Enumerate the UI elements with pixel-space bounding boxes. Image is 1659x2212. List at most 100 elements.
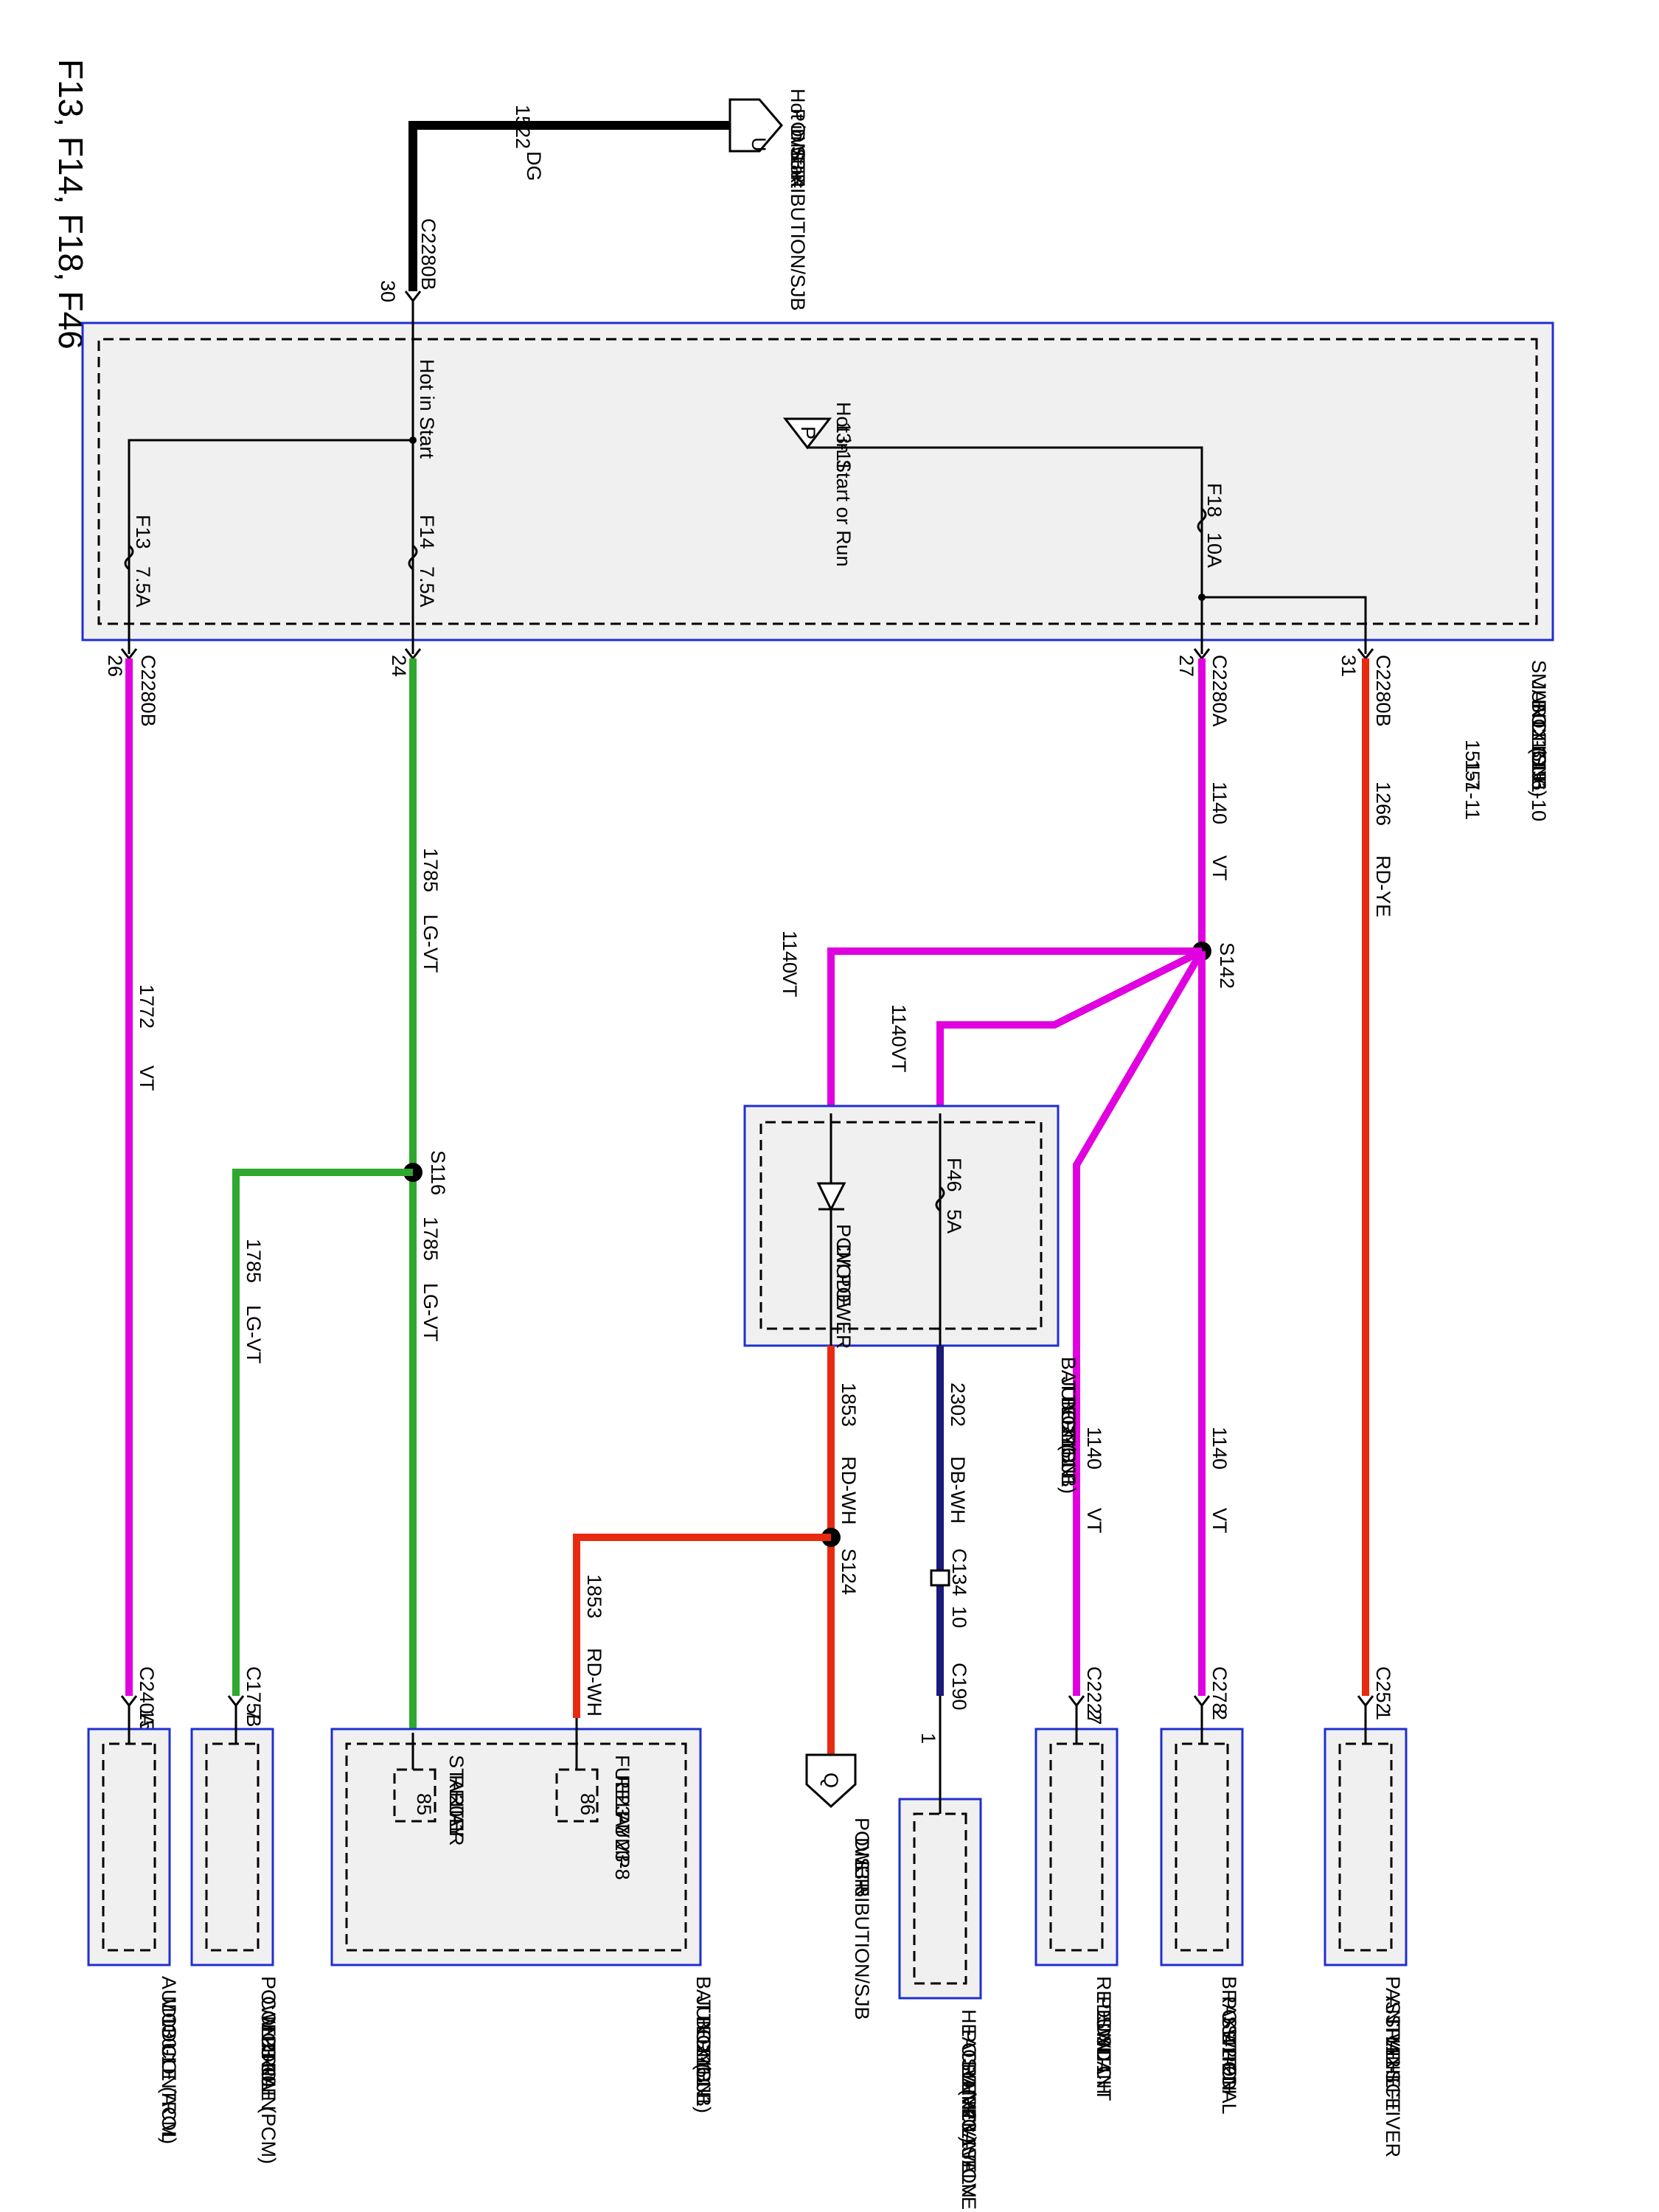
svg-text:VENTILATION: VENTILATION <box>958 2069 980 2198</box>
svg-text:(PCV) VALVE: (PCV) VALVE <box>958 2089 980 2210</box>
svg-text:1140: 1140 <box>779 931 801 973</box>
acm-module <box>87 1728 171 1966</box>
connector-c252: C252 1 <box>1357 1666 1394 1720</box>
svg-text:BATTERY: BATTERY <box>692 1976 714 2066</box>
svg-text:C278: C278 <box>1208 1666 1231 1714</box>
svg-text:RELAY: RELAY <box>445 1775 467 1839</box>
sjb-module <box>81 321 1554 641</box>
svg-text:27: 27 <box>1175 655 1197 677</box>
svg-text:PASSIVE: PASSIVE <box>1382 1976 1404 2060</box>
fuse-f14-symbol <box>408 544 418 571</box>
svg-text:151-1: 151-1 <box>692 2056 714 2107</box>
wire-1785-branch <box>232 1169 413 1696</box>
svg-text:Hot in Start: Hot in Start <box>787 88 809 189</box>
connector-u-symbol <box>728 98 783 153</box>
svg-text:POWERTRAIN: POWERTRAIN <box>257 1976 279 2111</box>
svg-text:ANTI-THEFT: ANTI-THEFT <box>1382 1996 1404 2112</box>
svg-text:C252: C252 <box>1372 1666 1394 1714</box>
page-title: F13, F14, F18, F46 <box>52 59 90 349</box>
svg-text:BRAKE PEDAL: BRAKE PEDAL <box>1218 1976 1240 2115</box>
power-q-symbol <box>805 1753 857 1809</box>
svg-text:C2280B: C2280B <box>137 655 159 727</box>
svg-text:MODULE (ACM): MODULE (ACM) <box>158 1996 180 2144</box>
svg-text:STARTER: STARTER <box>445 1755 467 1846</box>
svg-text:20-1: 20-1 <box>445 1795 467 1834</box>
svg-text:2: 2 <box>1083 1709 1105 1720</box>
svg-text:JUNCTION: JUNCTION <box>1057 1377 1079 1478</box>
svg-text:TRANSCEIVER: TRANSCEIVER <box>1382 2016 1404 2157</box>
svg-text:JUNCTION: JUNCTION <box>692 1996 714 2097</box>
svg-text:5A: 5A <box>943 1209 965 1234</box>
svg-text:AUDIO CONTROL: AUDIO CONTROL <box>158 1976 180 2142</box>
svg-text:CONTROL: CONTROL <box>257 1996 279 2093</box>
svg-text:MODULE (PCM): MODULE (PCM) <box>257 2016 279 2164</box>
wire-1140-b <box>936 947 1204 1113</box>
svg-text:S124: S124 <box>838 1548 860 1595</box>
svg-text:112-1: 112-1 <box>1382 2036 1404 2085</box>
rps-module <box>1034 1728 1119 1966</box>
svg-text:1785: 1785 <box>243 1239 265 1283</box>
svg-text:JUNCTION: JUNCTION <box>1528 680 1550 781</box>
fuse-f18-symbol <box>1197 507 1207 534</box>
svg-text:C2280B: C2280B <box>1372 655 1394 727</box>
svg-text:RD-YE: RD-YE <box>1372 855 1394 917</box>
svg-text:31-1: 31-1 <box>1093 2036 1115 2076</box>
svg-text:23-7 23-8: 23-7 23-8 <box>611 1795 633 1880</box>
svg-text:11-3: 11-3 <box>1528 720 1550 758</box>
svg-text:VT: VT <box>1208 1508 1231 1534</box>
sjb-pin-p27: C2280A 27 <box>1175 648 1231 727</box>
svg-text:23-10: 23-10 <box>257 2036 279 2087</box>
svg-text:HEATED: HEATED <box>958 2009 980 2089</box>
svg-text:S142: S142 <box>1216 942 1238 989</box>
svg-text:1785: 1785 <box>420 1217 442 1261</box>
svg-text:Hot in Start or Run: Hot in Start or Run <box>832 402 855 567</box>
svg-text:7: 7 <box>243 1709 265 1720</box>
svg-text:C240A: C240A <box>136 1666 158 1728</box>
svg-text:1140: 1140 <box>1083 1427 1105 1470</box>
svg-text:30: 30 <box>377 280 399 302</box>
svg-text:151-11: 151-11 <box>1461 759 1484 820</box>
svg-text:DIODE: DIODE <box>832 1244 855 1307</box>
svg-text:13-4: 13-4 <box>787 148 809 188</box>
svg-text:1853: 1853 <box>583 1574 605 1618</box>
fuse-f18: F18 <box>1203 483 1225 518</box>
svg-text:POSITION: POSITION <box>1218 1996 1240 2091</box>
svg-text:CRANKCASE: CRANKCASE <box>958 2049 980 2173</box>
svg-text:1: 1 <box>917 1733 939 1744</box>
svg-text:2302: 2302 <box>947 1382 969 1427</box>
svg-text:VT: VT <box>136 1065 158 1091</box>
svg-text:REDUNDANT: REDUNDANT <box>1093 1976 1115 2101</box>
svg-text:P: P <box>797 426 819 439</box>
svg-text:1266: 1266 <box>1372 782 1394 826</box>
pats-module <box>1324 1728 1408 1966</box>
svg-text:SMART: SMART <box>1528 660 1550 729</box>
bjb-upper-module <box>743 1105 1060 1347</box>
sjb-inner <box>97 338 1538 625</box>
pcm-module <box>190 1728 274 1966</box>
svg-text:1785: 1785 <box>420 848 442 892</box>
svg-text:SWITCH: SWITCH <box>1218 2016 1240 2094</box>
svg-text:1140: 1140 <box>1208 1427 1231 1470</box>
wire-1140-c <box>1073 949 1206 1696</box>
svg-text:10: 10 <box>948 1606 970 1628</box>
diode-label: PCM POWER <box>832 1224 855 1349</box>
svg-text:11-1: 11-1 <box>1057 1416 1079 1455</box>
svg-text:DISTRIBUTION/SJB: DISTRIBUTION/SJB <box>787 128 809 311</box>
svg-text:VT: VT <box>1083 1508 1105 1534</box>
wire-1853-branch <box>573 1534 831 1718</box>
svg-text:7.5A: 7.5A <box>416 566 438 608</box>
svg-text:151-10: 151-10 <box>1528 759 1550 821</box>
svg-text:23-1: 23-1 <box>958 2109 980 2149</box>
fuse-f46: F46 <box>943 1158 965 1192</box>
svg-text:C2227: C2227 <box>1083 1666 1105 1725</box>
svg-text:RELAY: RELAY <box>611 1775 633 1839</box>
svg-text:26: 26 <box>104 655 126 677</box>
pcv-module <box>898 1798 982 2000</box>
svg-text:1: 1 <box>1372 1709 1394 1720</box>
svg-text:POSITIVE: POSITIVE <box>958 2029 980 2121</box>
svg-text:LG-VT: LG-VT <box>420 1283 442 1342</box>
svg-text:VT: VT <box>1208 855 1231 881</box>
svg-text:Hot in Start: Hot in Start <box>416 359 438 459</box>
